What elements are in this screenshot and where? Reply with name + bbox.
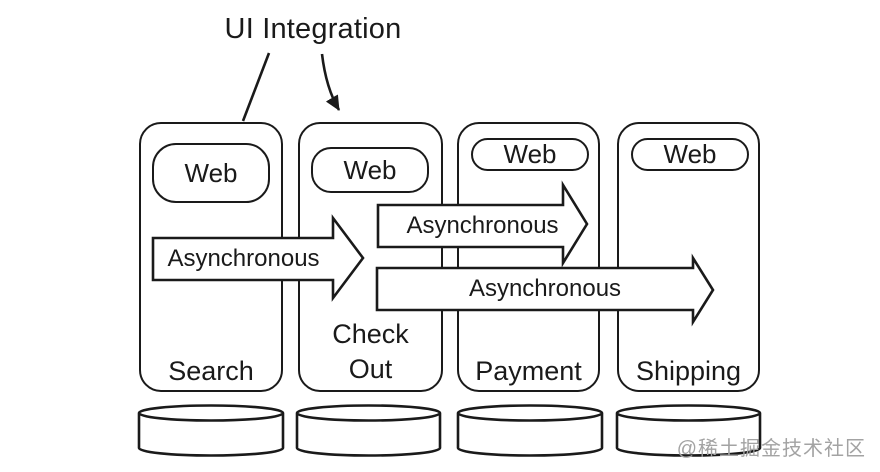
service-label-search: Search <box>168 356 254 386</box>
web-pill-checkout: Web <box>311 147 429 193</box>
service-label-payment: Payment <box>475 356 582 386</box>
service-box-shipping: Web Shipping <box>617 122 760 392</box>
annotation-line-to-search <box>241 52 271 122</box>
web-pill-search: Web <box>152 143 270 203</box>
annotation-arrow-to-checkout <box>320 53 341 111</box>
web-pill-label: Web <box>343 154 397 185</box>
watermark: @稀土掘金技术社区 <box>676 438 866 460</box>
service-box-search: Web Search <box>139 122 283 392</box>
web-pill-label: Web <box>184 157 238 188</box>
service-label-checkout: Check Out <box>332 319 409 384</box>
database-cylinder-search <box>137 404 285 457</box>
database-cylinder-checkout <box>295 404 442 457</box>
web-pill-label: Web <box>503 139 557 169</box>
web-pill-shipping: Web <box>631 138 749 171</box>
service-box-payment: Web Payment <box>457 122 600 392</box>
service-box-checkout: Web Check Out <box>298 122 443 392</box>
diagram-title: UI Integration <box>224 13 402 45</box>
service-label-shipping: Shipping <box>635 356 742 386</box>
web-pill-payment: Web <box>471 138 589 171</box>
web-pill-label: Web <box>663 139 717 169</box>
